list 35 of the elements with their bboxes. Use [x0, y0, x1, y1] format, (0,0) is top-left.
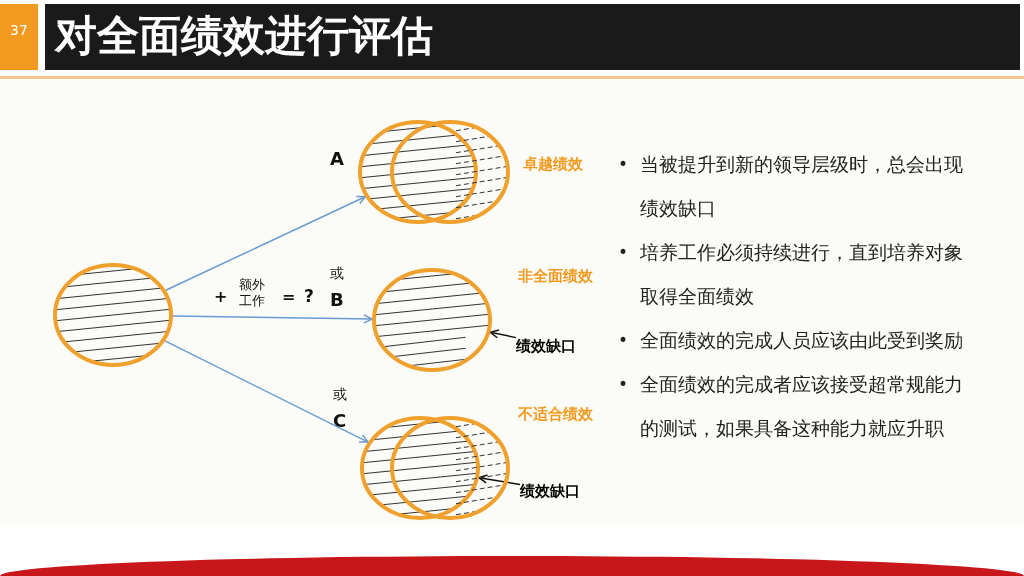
leader-arrow [478, 474, 521, 486]
or-text: 或 [330, 265, 344, 283]
bullet-text: 全面绩效的完成者应该接受超常规能力的测试，如果具备这种能力就应升职 [640, 372, 964, 441]
hatched-circle [372, 268, 492, 372]
bullet-text: 培养工作必须持续进行，直到培养对象取得全面绩效 [640, 240, 964, 309]
bullet-mark: • [618, 241, 629, 264]
branch-letter: C [333, 410, 347, 431]
hatched-circle [390, 120, 510, 224]
outcome-label: 非全面绩效 [518, 267, 593, 286]
slide-title: 对全面绩效进行评估 [55, 10, 433, 62]
branch-letter: B [330, 289, 344, 310]
bullet-mark: • [618, 153, 629, 176]
bullet-text: 当被提升到新的领导层级时，总会出现绩效缺口 [640, 152, 964, 221]
gap-label: 绩效缺口 [516, 334, 596, 358]
bullet-mark: • [618, 329, 629, 352]
or-text: 或 [333, 386, 347, 404]
arrow [165, 195, 366, 291]
formula-text: 额外工作 [238, 277, 266, 309]
arrow [172, 314, 373, 324]
equals-sign: = [282, 287, 296, 306]
outcome-label: 卓越绩效 [523, 155, 583, 174]
arrow [164, 340, 369, 443]
page-number: 37 [9, 22, 29, 38]
bullet-text: 全面绩效的完成人员应该由此受到奖励 [640, 328, 964, 353]
plus-sign: + [214, 287, 228, 306]
hatched-circle [53, 263, 173, 367]
question-mark: ? [304, 286, 314, 306]
hatched-circle [358, 120, 478, 224]
leader-arrow [489, 329, 517, 339]
gap-label: 绩效缺口 [520, 479, 600, 503]
bullet-mark: • [618, 373, 629, 396]
branch-letter: A [330, 148, 344, 169]
outcome-label: 不适合绩效 [518, 405, 593, 424]
hatched-circle [360, 416, 480, 520]
hatched-circle [390, 416, 510, 520]
